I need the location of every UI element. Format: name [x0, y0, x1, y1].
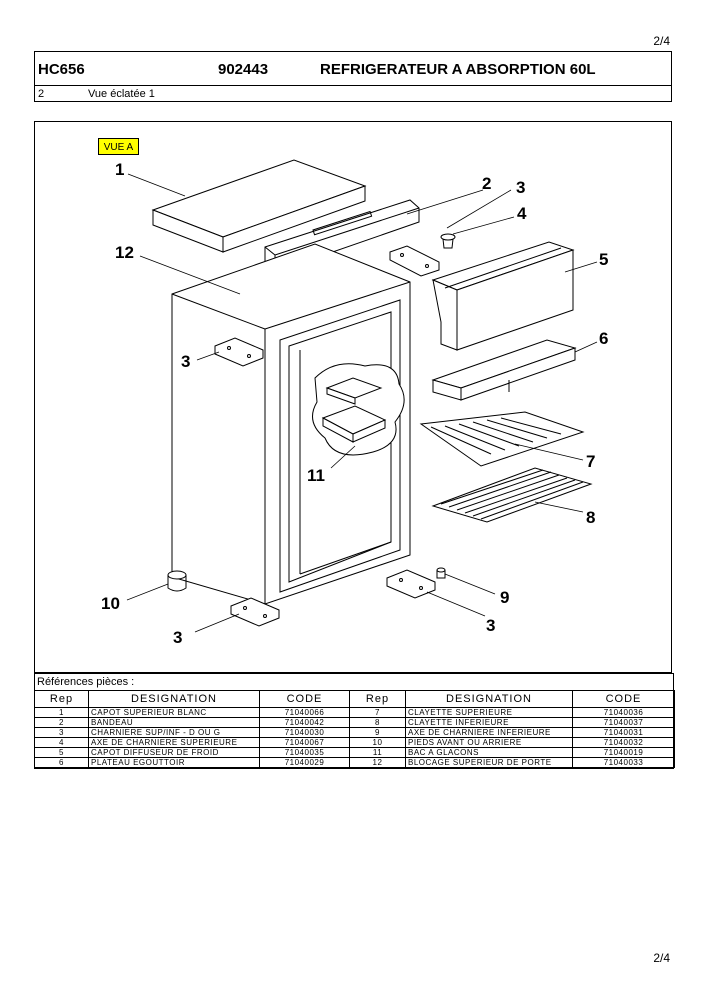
- hinge-part-left: [214, 337, 264, 367]
- section-title: Vue éclatée 1: [88, 88, 155, 100]
- product-title: REFRIGERATEUR A ABSORPTION 60L: [320, 61, 596, 78]
- designation-cell: BLOCAGE SUPERIEUR DE PORTE: [405, 757, 573, 768]
- code-cell: 71040031: [572, 727, 675, 738]
- table-row: 2 BANDEAU 71040042 8 CLAYETTE INFERIEURE…: [34, 717, 675, 728]
- callout-12: 12: [115, 243, 134, 262]
- exploded-view-illustration: [126, 159, 598, 633]
- callout-3-top: 3: [516, 178, 526, 197]
- rep-cell: 8: [349, 717, 406, 728]
- callout-3-bottom-right: 3: [486, 616, 496, 635]
- table-header-row: Rep DESIGNATION CODE Rep DESIGNATION COD…: [34, 690, 675, 708]
- rep-cell: 3: [34, 727, 89, 738]
- diffuser-cover-part: [431, 241, 575, 351]
- page-number-top: 2/4: [653, 34, 670, 48]
- ice-tray-part: [312, 363, 405, 456]
- table-row: 1 CAPOT SUPERIEUR BLANC 71040066 7 CLAYE…: [34, 707, 675, 718]
- table-row: 5 CAPOT DIFFUSEUR DE FROID 71040035 11 B…: [34, 747, 675, 758]
- column-header-rep: Rep: [34, 690, 89, 708]
- model-number: HC656: [38, 61, 85, 78]
- product-code: 902443: [218, 61, 269, 78]
- rep-cell: 11: [349, 747, 406, 758]
- designation-cell: CAPOT SUPERIEUR BLANC: [88, 707, 260, 718]
- callout-6: 6: [599, 329, 609, 348]
- callout-3-left: 3: [181, 352, 191, 371]
- rep-cell: 1: [34, 707, 89, 718]
- callout-11: 11: [307, 466, 325, 485]
- column-header-code: CODE: [259, 690, 350, 708]
- rep-cell: 6: [34, 757, 89, 768]
- hinge-axis-part: [440, 233, 456, 249]
- rep-cell: 9: [349, 727, 406, 738]
- column-header-designation: DESIGNATION: [88, 690, 260, 708]
- callout-3-bottom: 3: [173, 628, 183, 647]
- code-cell: 71040067: [259, 737, 350, 748]
- rep-cell: 5: [34, 747, 89, 758]
- designation-cell: CAPOT DIFFUSEUR DE FROID: [88, 747, 260, 758]
- lower-shelf-part: [431, 467, 593, 523]
- rep-cell: 7: [349, 707, 406, 718]
- designation-cell: AXE DE CHARNIERE SUPERIEURE: [88, 737, 260, 748]
- designation-cell: PIEDS AVANT OU ARRIERE: [405, 737, 573, 748]
- header-title-row: HC656 902443 REFRIGERATEUR A ABSORPTION …: [35, 52, 671, 86]
- hinge-part-bottom: [230, 597, 280, 627]
- code-cell: 71040032: [572, 737, 675, 748]
- designation-cell: CLAYETTE INFERIEURE: [405, 717, 573, 728]
- code-cell: 71040035: [259, 747, 350, 758]
- code-cell: 71040066: [259, 707, 350, 718]
- callout-7: 7: [586, 452, 596, 471]
- rep-cell: 4: [34, 737, 89, 748]
- drip-tray-part: [431, 339, 577, 401]
- column-header-designation-2: DESIGNATION: [405, 690, 573, 708]
- code-cell: 71040033: [572, 757, 675, 768]
- callout-10: 10: [101, 594, 120, 613]
- code-cell: 71040042: [259, 717, 350, 728]
- parts-table: Rep DESIGNATION CODE Rep DESIGNATION COD…: [34, 690, 675, 768]
- designation-cell: PLATEAU EGOUTTOIR: [88, 757, 260, 768]
- designation-cell: BAC A GLACONS: [405, 747, 573, 758]
- view-a-label: VUE A: [98, 138, 139, 155]
- foot-part: [167, 570, 187, 592]
- hinge-part-top-right: [389, 245, 440, 277]
- table-row: 6 PLATEAU EGOUTTOIR 71040029 12 BLOCAGE …: [34, 757, 675, 768]
- callout-9: 9: [500, 588, 510, 607]
- callout-2: 2: [482, 174, 492, 193]
- rep-cell: 10: [349, 737, 406, 748]
- upper-shelf-part: [419, 411, 585, 467]
- rep-cell: 12: [349, 757, 406, 768]
- callout-8: 8: [586, 508, 596, 527]
- table-row: 3 CHARNIERE SUP/INF - D OU G 71040030 9 …: [34, 727, 675, 738]
- section-number: 2: [38, 88, 45, 100]
- leader-lines: [126, 173, 598, 633]
- code-cell: 71040019: [572, 747, 675, 758]
- exploded-view-drawing: VUE A 1 2 3 4 12 5 3 6 7 11 8 10 9 3 3: [34, 121, 672, 673]
- cabinet-body: [171, 243, 411, 605]
- designation-cell: AXE DE CHARNIERE INFERIEURE: [405, 727, 573, 738]
- designation-cell: CLAYETTE SUPERIEURE: [405, 707, 573, 718]
- callout-4: 4: [517, 204, 527, 223]
- column-header-code-2: CODE: [572, 690, 675, 708]
- callout-5: 5: [599, 250, 609, 269]
- table-row: 4 AXE DE CHARNIERE SUPERIEURE 71040067 1…: [34, 737, 675, 748]
- designation-cell: CHARNIERE SUP/INF - D OU G: [88, 727, 260, 738]
- rep-cell: 2: [34, 717, 89, 728]
- hinge-part-bottom-right: [386, 569, 436, 599]
- code-cell: 71040029: [259, 757, 350, 768]
- callout-1: 1: [115, 160, 125, 179]
- header-box: HC656 902443 REFRIGERATEUR A ABSORPTION …: [34, 51, 672, 102]
- code-cell: 71040030: [259, 727, 350, 738]
- column-header-rep-2: Rep: [349, 690, 406, 708]
- code-cell: 71040037: [572, 717, 675, 728]
- references-title: Références pièces :: [37, 676, 135, 688]
- page-number-bottom: 2/4: [653, 951, 670, 965]
- parts-references-box: Références pièces : Rep DESIGNATION CODE…: [34, 673, 675, 769]
- lower-hinge-axis-part: [436, 567, 446, 579]
- code-cell: 71040036: [572, 707, 675, 718]
- top-cover-part: [151, 159, 367, 253]
- designation-cell: BANDEAU: [88, 717, 260, 728]
